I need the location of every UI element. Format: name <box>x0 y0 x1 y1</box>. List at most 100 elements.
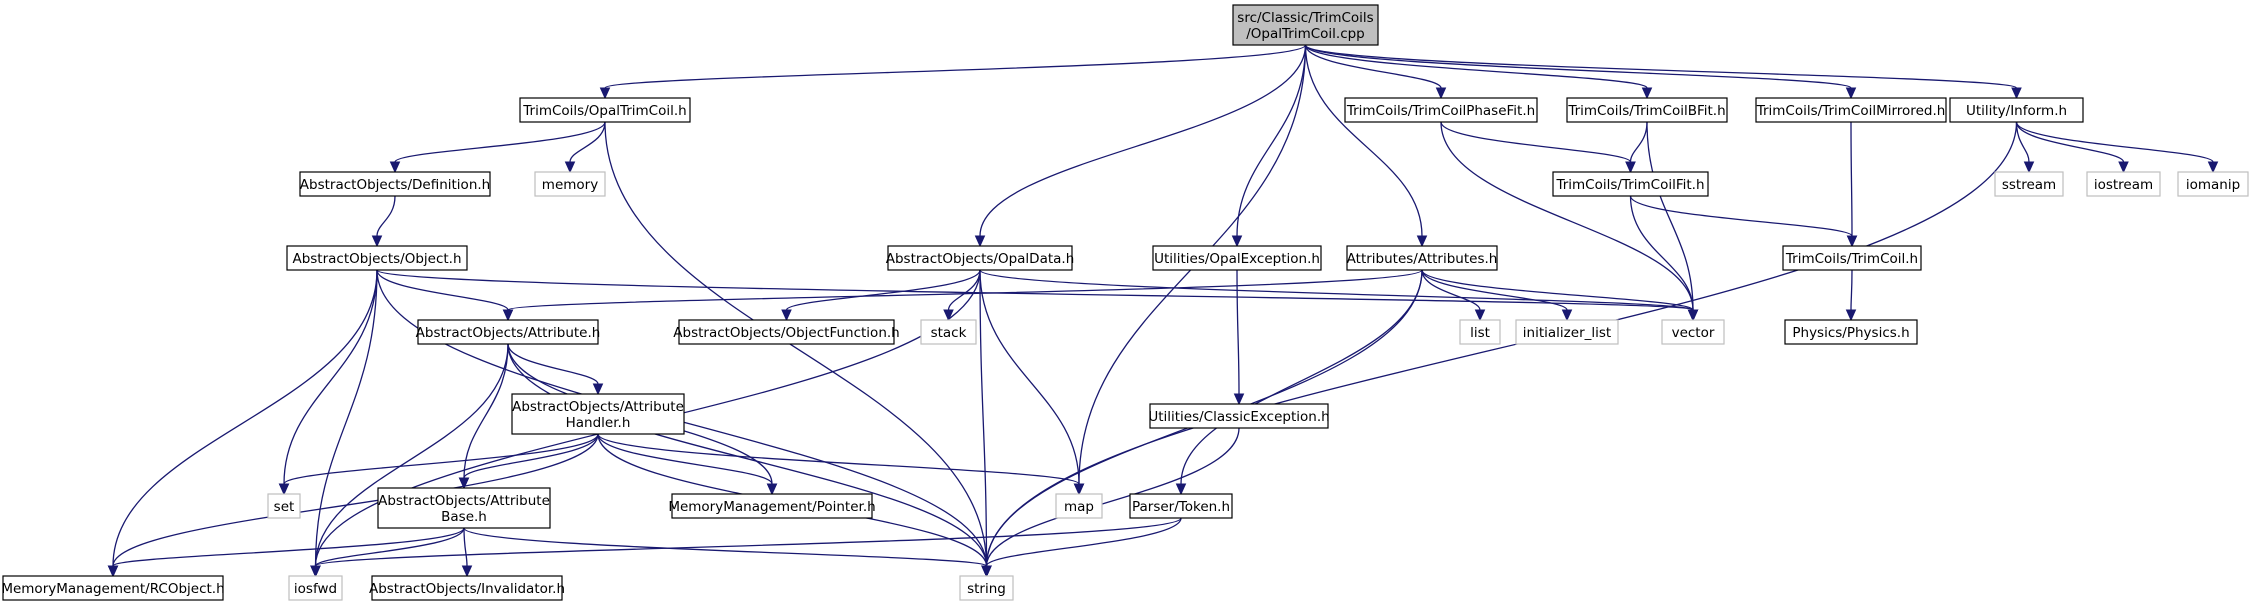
node-fit-h[interactable]: TrimCoils/TrimCoilFit.h <box>1552 171 1709 197</box>
edge-attrhandler_h-to-map <box>597 433 1085 496</box>
edge-line <box>1180 269 1423 485</box>
edge-line <box>507 343 599 385</box>
arrowhead-icon <box>310 565 321 578</box>
edge-line <box>979 269 1080 485</box>
node-label: AbstractObjects/Object.h <box>292 251 461 267</box>
node-label: iostream <box>2094 177 2153 193</box>
node-box <box>1566 97 1728 123</box>
node-vector: vector <box>1661 319 1725 345</box>
node-box <box>1152 245 1322 271</box>
edge-opaldata_h-to-map <box>979 269 1085 496</box>
node-box <box>1661 319 1725 345</box>
node-opaldata-h[interactable]: AbstractObjects/OpalData.h <box>886 245 1075 271</box>
arrowhead-icon <box>1846 235 1858 248</box>
node-definition-h[interactable]: AbstractObjects/Definition.h <box>299 171 491 197</box>
node-classicexception-h[interactable]: Utilities/ClassicException.h <box>1148 403 1330 429</box>
edge-opaltrimcoil_h-to-definition_h <box>389 121 606 174</box>
node-pointer-h[interactable]: MemoryManagement/Pointer.h <box>668 493 876 519</box>
edge-definition_h-to-object_h <box>371 195 396 248</box>
edge-attributes_h-to-attribute_h <box>502 269 1423 322</box>
node-set: set <box>267 493 301 519</box>
edge-line <box>604 44 1307 89</box>
arrowhead-icon <box>1474 309 1486 322</box>
node-label: Base.h <box>441 509 487 525</box>
node-label: iosfwd <box>294 581 337 597</box>
node-phasefit-h[interactable]: TrimCoils/TrimCoilPhaseFit.h <box>1344 97 1538 123</box>
node-bfit-h[interactable]: TrimCoils/TrimCoilBFit.h <box>1566 97 1728 123</box>
edge-main-to-opaldata_h <box>974 44 1307 248</box>
edge-attrhandler_h-to-set <box>278 433 599 496</box>
node-box <box>2 575 224 601</box>
node-iostream: iostream <box>2086 171 2161 197</box>
node-box <box>519 97 691 123</box>
node-box <box>1149 403 1329 429</box>
node-label: set <box>274 499 295 515</box>
node-label: TrimCoils/TrimCoilPhaseFit.h <box>1346 103 1535 119</box>
node-label: TrimCoils/OpalTrimCoil.h <box>522 103 686 119</box>
edge-line <box>376 269 509 311</box>
edge-line <box>569 121 606 163</box>
node-box <box>2177 171 2249 197</box>
node-opalexception-h[interactable]: Utilities/OpalException.h <box>1152 245 1322 271</box>
edge-line <box>1440 121 1694 311</box>
node-objectfunction-h[interactable]: AbstractObjects/ObjectFunction.h <box>673 319 900 345</box>
node-attributes-h[interactable]: Attributes/Attributes.h <box>1346 245 1498 271</box>
node-label: Utility/Inform.h <box>1966 103 2067 119</box>
node-box <box>2086 171 2161 197</box>
edge-line <box>979 44 1307 237</box>
arrowhead-icon <box>1416 235 1428 248</box>
node-label: AbstractObjects/Definition.h <box>300 177 490 193</box>
edge-line <box>2015 121 2214 163</box>
edge-attributes_h-to-token_h <box>1175 269 1423 496</box>
edge-line <box>979 269 988 567</box>
edge-line <box>1421 269 1694 311</box>
edge-token_h-to-string <box>981 517 1182 578</box>
edge-line <box>1304 44 1648 89</box>
arrowhead-icon <box>2023 161 2035 174</box>
node-label: Utilities/OpalException.h <box>1154 251 1320 267</box>
edge-line <box>1304 44 1442 89</box>
node-token-h[interactable]: Parser/Token.h <box>1129 493 1233 519</box>
node-opaltrimcoil-h[interactable]: TrimCoils/OpalTrimCoil.h <box>519 97 691 123</box>
node-trimcoil-h[interactable]: TrimCoils/TrimCoil.h <box>1782 245 1922 271</box>
edge-main-to-phasefit_h <box>1304 44 1447 100</box>
edge-line <box>1236 44 1307 237</box>
edge-phasefit_h-to-fit_h <box>1440 121 1636 174</box>
edge-main-to-mirrored_h <box>1304 44 1857 100</box>
node-mirrored-h[interactable]: TrimCoils/TrimCoilMirrored.h <box>1755 97 1947 123</box>
node-attribute-h[interactable]: AbstractObjects/Attribute.h <box>416 319 601 345</box>
arrowhead-icon <box>1641 87 1653 100</box>
edge-line <box>785 269 981 311</box>
arrowhead-icon <box>2011 87 2022 100</box>
edge-line <box>283 433 599 485</box>
node-label: Handler.h <box>566 415 631 431</box>
edge-opaldata_h-to-stack <box>943 269 981 322</box>
edge-inform_h-to-iostream <box>2015 121 2129 174</box>
arrowhead-icon <box>1845 87 1857 100</box>
arrowhead-icon <box>599 87 611 100</box>
arrowhead-icon <box>278 483 290 496</box>
edge-line <box>507 269 1423 311</box>
arrowhead-icon <box>781 309 792 322</box>
edge-line <box>2015 121 2125 163</box>
node-label: AbstractObjects/Attribute <box>378 493 550 509</box>
node-object-h[interactable]: AbstractObjects/Object.h <box>286 245 468 271</box>
edge-main-to-bfit_h <box>1304 44 1653 100</box>
node-invalidator-h[interactable]: AbstractObjects/Invalidator.h <box>369 575 565 601</box>
edge-line <box>597 433 1080 485</box>
node-label: AbstractObjects/Invalidator.h <box>369 581 565 597</box>
node-label: map <box>1064 499 1094 515</box>
node-box <box>417 319 599 345</box>
edge-line <box>314 269 378 567</box>
arrowhead-icon <box>461 565 473 578</box>
node-rcobject-h[interactable]: MemoryManagement/RCObject.h <box>1 575 225 601</box>
node-main[interactable]: src/Classic/TrimCoils/OpalTrimCoil.cpp <box>1232 4 1379 46</box>
edge-line <box>376 195 396 237</box>
node-physics-h[interactable]: Physics/Physics.h <box>1784 319 1918 345</box>
edge-line <box>112 433 599 567</box>
node-label: sstream <box>2002 177 2056 193</box>
arrowhead-icon <box>1625 161 1636 174</box>
node-inform-h[interactable]: Utility/Inform.h <box>1949 97 2084 123</box>
